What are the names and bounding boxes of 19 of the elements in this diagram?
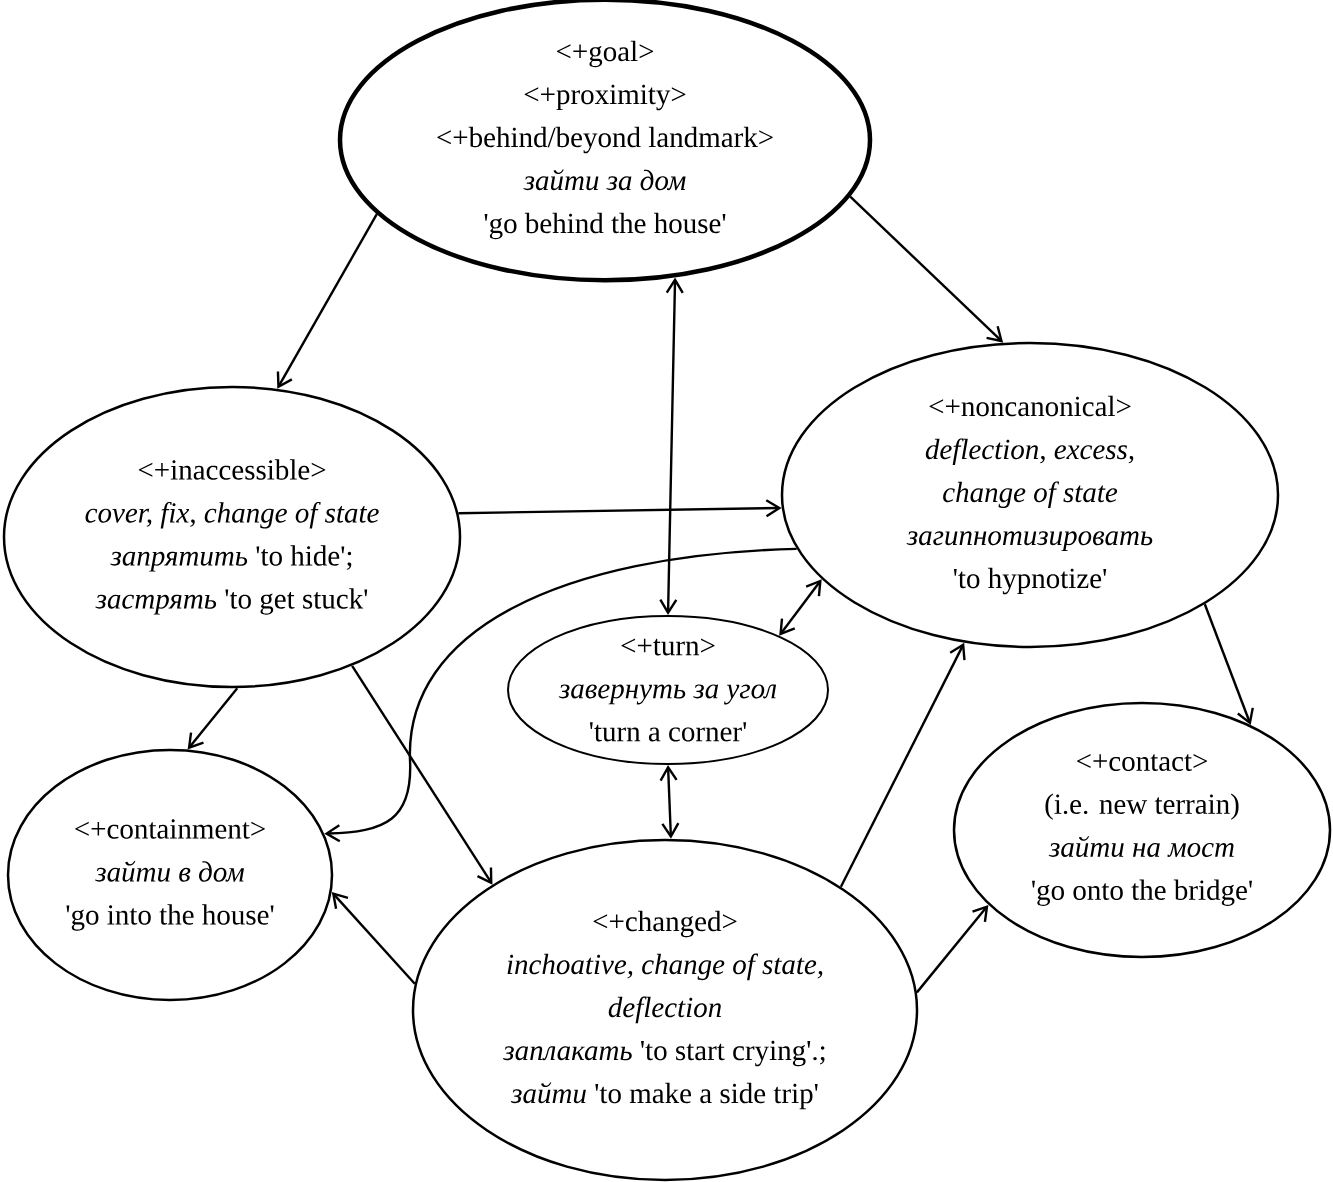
arrow bbox=[331, 892, 416, 985]
oval-node: <+noncanonical> deflection, excess, change of state загипнотизировать 'to hypnotize' bbox=[780, 341, 1280, 649]
arrow bbox=[1203, 603, 1254, 725]
oval-node: <+turn> завернуть за угол 'turn a corner' bbox=[507, 615, 829, 765]
oval-node: <+inaccessible> cover, fix, change of state запрятить 'to hide'; застрять 'to get stuck' bbox=[2, 385, 462, 689]
arrow bbox=[659, 277, 684, 615]
arrow bbox=[659, 765, 680, 839]
arrow bbox=[187, 687, 239, 750]
arrow bbox=[916, 904, 989, 994]
arrow bbox=[839, 642, 966, 888]
oval-node: <+containment> зайти в дом 'go into the house' bbox=[6, 748, 334, 1002]
oval-node: <+contact> (i.e. new terrain) зайти на мост 'go onto the bridge' bbox=[952, 701, 1332, 959]
arrow bbox=[324, 547, 797, 843]
arrow bbox=[458, 499, 782, 518]
arrow bbox=[779, 579, 822, 636]
arrow bbox=[351, 665, 493, 885]
arrow bbox=[849, 195, 1004, 343]
oval-node: <+changed> inchoative, change of state, deflection заплакать 'to start crying'.; зайти 'to make a side trip' bbox=[411, 838, 919, 1182]
arrow bbox=[276, 213, 378, 389]
